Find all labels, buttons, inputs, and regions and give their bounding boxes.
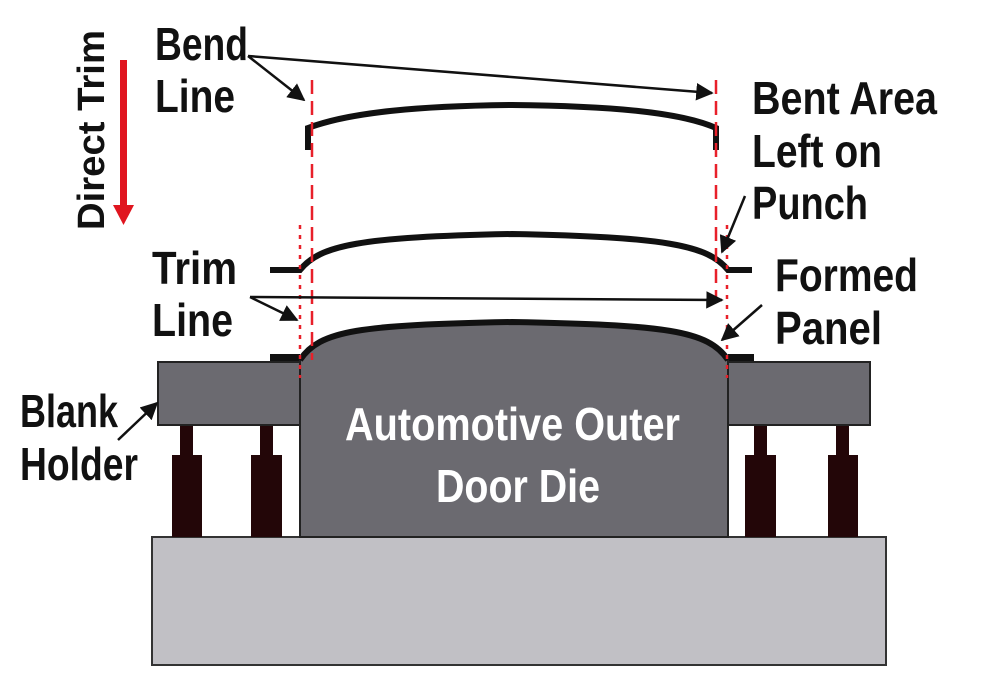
bend-line-label-1: Bend	[155, 18, 248, 70]
direct-trim-arrow-icon	[113, 60, 134, 225]
bend-line-label-2: Line	[155, 70, 235, 122]
die-label-2: Door Die	[436, 460, 600, 512]
panel-flange-right	[728, 354, 754, 361]
formed-panel-label-2: Panel	[775, 302, 882, 354]
direct-trim-label: Direct Trim	[71, 30, 113, 230]
bent-area-label-1: Bent Area	[752, 72, 937, 124]
die-label-1: Automotive Outer	[345, 398, 680, 450]
blank-holder-label-2: Holder	[20, 438, 138, 490]
pins	[172, 425, 858, 537]
panel-flange-left	[270, 354, 300, 361]
bend-guide-lines	[310, 80, 718, 360]
bent-area-label-3: Punch	[752, 177, 868, 229]
bent-area-label-2: Left on	[752, 125, 882, 177]
leader-arrows	[117, 54, 763, 441]
formed-panel-label-1: Formed	[775, 249, 918, 301]
base-plate	[151, 536, 887, 666]
blank-holder-label-1: Blank	[20, 385, 118, 437]
trim-line-label-1: Trim	[152, 242, 237, 294]
blank-holder-right	[727, 361, 871, 426]
trimmed-panel	[270, 230, 752, 273]
trim-line-label-2: Line	[152, 294, 233, 346]
bent-panel	[305, 101, 719, 150]
blank-holder-left	[157, 361, 301, 426]
formed-panel-curve	[297, 318, 731, 362]
